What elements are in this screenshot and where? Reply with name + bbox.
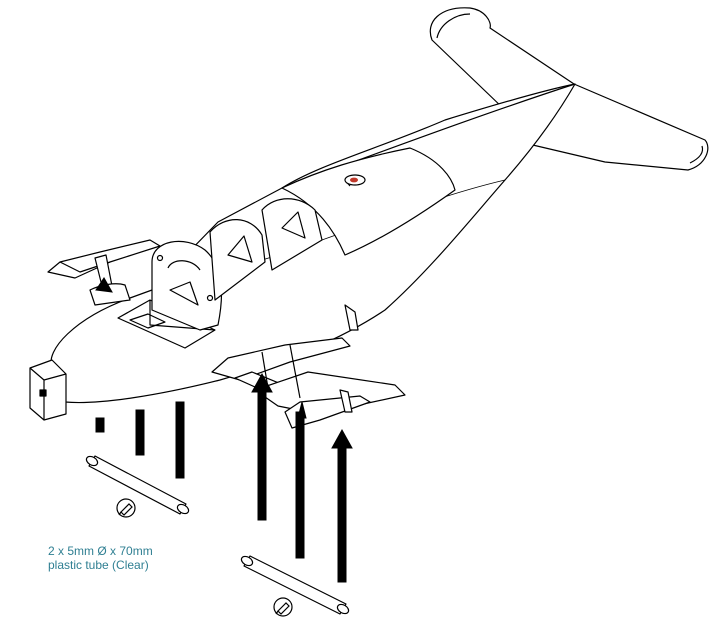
- formers: [151, 198, 323, 331]
- part-label: 2 x 5mm Ø x 70mm plastic tube (Clear): [48, 544, 218, 572]
- assembly-arrows: [95, 277, 353, 583]
- arrow-up: [251, 372, 273, 521]
- part-label-line1: 2 x 5mm Ø x 70mm: [48, 544, 153, 558]
- part-label-line2: plastic tube (Clear): [48, 558, 149, 572]
- glue-icon: [273, 597, 293, 617]
- arrow-up: [331, 428, 353, 583]
- glue-icon: [116, 498, 136, 518]
- tube-2: [243, 555, 347, 615]
- plastic-tubes: [85, 455, 350, 615]
- canopy: [281, 147, 456, 256]
- arrow-up: [297, 401, 307, 419]
- tube-1: [88, 455, 187, 515]
- rear-wing-saddle: [211, 304, 406, 429]
